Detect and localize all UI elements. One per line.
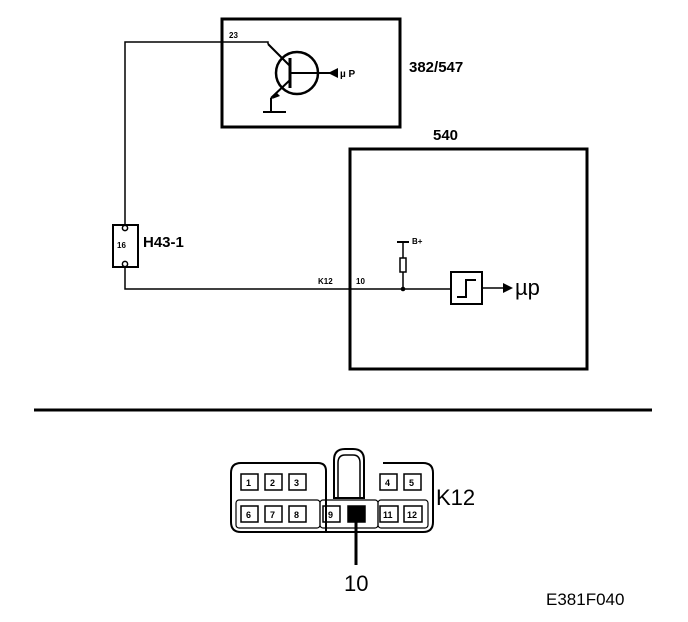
k12-callout-label: 10 xyxy=(344,571,368,596)
k12-pin-9: 9 xyxy=(328,510,333,520)
transistor-emitter xyxy=(270,79,291,99)
k12-pin-6-cell xyxy=(240,505,259,523)
k12-latch-inner xyxy=(337,454,361,498)
transistor-collector xyxy=(267,43,291,67)
connector-h43: 16 H43-1 xyxy=(112,224,184,268)
emitter-arrow-icon xyxy=(272,92,280,99)
k12-pin-1: 1 xyxy=(246,478,251,488)
k12-pin-8: 8 xyxy=(294,510,299,520)
ecu-top-label: 382/547 xyxy=(409,59,463,76)
schmitt-trigger-symbol xyxy=(457,279,476,298)
ecu-top-pin: 23 xyxy=(229,31,238,40)
ecu-main-pin: 10 xyxy=(356,277,365,286)
wire-pin23-to-h43 xyxy=(124,41,269,227)
k12-pin-11: 11 xyxy=(383,510,393,520)
k12-pin-12: 12 xyxy=(407,510,417,520)
connector-h43-label: H43-1 xyxy=(143,234,184,251)
k12-pin-4: 4 xyxy=(385,478,390,488)
k12-pin-3: 3 xyxy=(294,478,299,488)
k12-pin-3-cell xyxy=(288,473,307,491)
arrow-left-icon xyxy=(328,68,338,78)
k12-pin-9-cell xyxy=(322,505,341,523)
k12-pin-4-cell xyxy=(379,473,398,491)
k12-pin-6: 6 xyxy=(246,510,251,520)
k12-pin-2: 2 xyxy=(270,478,275,488)
k12-left-shell xyxy=(230,462,327,533)
connector-h43-body xyxy=(112,224,139,268)
k12-pin-7: 7 xyxy=(270,510,275,520)
connector-h43-dot-bottom xyxy=(121,260,129,268)
k12-pin-2-cell xyxy=(264,473,283,491)
ecu-main-box xyxy=(348,147,589,371)
connector-h43-pin: 16 xyxy=(117,241,126,250)
k12-pin-11-cell xyxy=(379,505,399,523)
k12-pin-8-cell xyxy=(288,505,307,523)
k12-right-shell xyxy=(318,462,434,533)
supply-label: B+ xyxy=(412,237,423,246)
k12-pin-5-cell xyxy=(403,473,422,491)
ecu-main-signal: µp xyxy=(515,275,540,300)
k12-pin-5: 5 xyxy=(409,478,414,488)
k12-connector: 1 2 3 4 5 6 7 8 9 11 12 10 K12 xyxy=(230,448,475,596)
wire-h43-to-540 xyxy=(124,266,350,290)
wires: K12 xyxy=(124,41,350,290)
connector-h43-dot-top xyxy=(121,224,129,232)
k12-pin-10-cell xyxy=(347,505,366,523)
ecu-top-box xyxy=(220,17,402,129)
wire-label: K12 xyxy=(318,277,333,286)
k12-lower-right xyxy=(377,499,429,529)
ecu-main-label: 540 xyxy=(433,127,458,144)
resistor-icon xyxy=(399,257,407,273)
k12-latch xyxy=(333,448,365,499)
ecu-main: 540 10 B+ µp xyxy=(348,127,589,371)
k12-pin-1-cell xyxy=(240,473,259,491)
k12-pin-7-cell xyxy=(264,505,283,523)
figure-code: E381F040 xyxy=(546,590,624,609)
arrow-right-icon xyxy=(503,283,513,293)
k12-pin-12-cell xyxy=(403,505,423,523)
k12-label: K12 xyxy=(436,485,475,510)
ecu-top: 23 382/547 µ P xyxy=(220,17,463,129)
ecu-top-signal: µ P xyxy=(340,69,356,80)
